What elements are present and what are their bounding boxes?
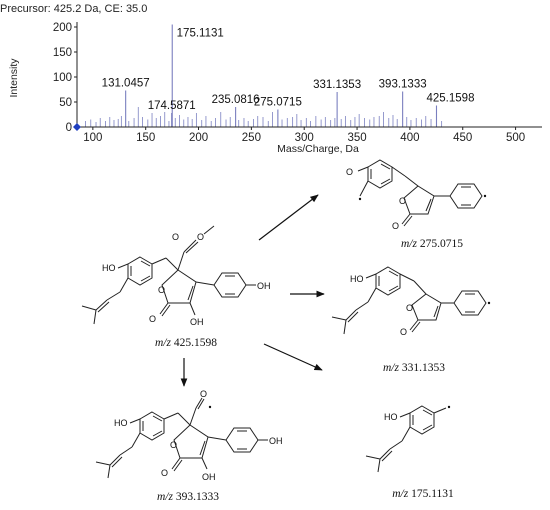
frag393-carbonyl-o: O xyxy=(161,468,168,478)
minor-peaks xyxy=(85,107,443,127)
peak-label: 174.5871 xyxy=(148,100,196,112)
x-tick-label: 450 xyxy=(453,132,472,144)
x-tick-label: 400 xyxy=(400,132,419,144)
frag275-carbonyl-o: O xyxy=(392,221,399,231)
y-axis-title: Intensity xyxy=(8,58,20,98)
arrow-to-175 xyxy=(263,343,323,371)
x-axis-title: Mass/Charge, Da xyxy=(277,143,359,155)
peak-labels: 131.0457 174.5871 175.1131 235.0816275.0715… xyxy=(102,28,475,113)
y-tick-label: 50 xyxy=(59,97,72,109)
structure-fragment-275: O O O xyxy=(346,159,487,231)
precursor-ring-o: O xyxy=(158,285,165,295)
mz-label-331: m/z 331.1353 xyxy=(383,362,445,374)
labeled-peaks xyxy=(125,24,438,127)
structure-fragment-175: HO xyxy=(365,405,451,473)
structure-fragment-393: HO O O OH O OH xyxy=(95,389,283,482)
peak-label: 425.1598 xyxy=(427,93,475,105)
precursor-oh-bottom: OH xyxy=(190,317,204,327)
y-tick-label: 100 xyxy=(53,72,72,84)
x-tick-label: 100 xyxy=(83,132,102,144)
peak-label: 175.1131 xyxy=(177,28,224,40)
precursor-carbonyl-o: O xyxy=(149,314,156,324)
spectrum-plot: 100 150 200 250 300 350 400 450 500 0 50 100 150 200… xyxy=(53,22,542,144)
mz-label-175: m/z 175.1131 xyxy=(392,488,454,500)
precursor-marker-icon xyxy=(73,123,81,131)
x-tick-label: 150 xyxy=(136,132,155,144)
frag275-o-minus: O xyxy=(346,167,353,177)
y-tick-label: 200 xyxy=(53,22,72,34)
precursor-methoxy-o: O xyxy=(197,232,204,242)
x-tick-label: 500 xyxy=(506,132,525,144)
frag393-ho-label: HO xyxy=(114,418,128,428)
mz-label-393: m/z 393.1333 xyxy=(157,491,219,503)
frag393-oh-bottom: OH xyxy=(202,472,216,482)
frag393-acyl-o: O xyxy=(200,389,207,399)
frag331-ring-o: O xyxy=(406,303,413,313)
y-tick-label: 0 xyxy=(66,122,72,134)
frag175-ho-label: HO xyxy=(384,412,398,422)
frag393-ring-o: O xyxy=(170,440,177,450)
frag331-carbonyl-o: O xyxy=(400,327,407,337)
precursor-header: Precursor: 425.2 Da, CE: 35.0 xyxy=(0,3,147,15)
x-axis-ticks: 100 150 200 250 300 350 400 450 500 xyxy=(83,127,525,144)
frag331-ho-label: HO xyxy=(350,274,364,284)
precursor-ester-o: O xyxy=(172,232,179,242)
mz-label-425: m/z 425.1598 xyxy=(155,337,217,349)
arrow-to-275 xyxy=(258,194,319,241)
frag393-oh-label: OH xyxy=(269,436,283,446)
mz-label-275: m/z 275.0715 xyxy=(401,238,463,250)
x-tick-label: 300 xyxy=(295,132,314,144)
peak-label: 131.0457 xyxy=(102,78,150,90)
y-axis-ticks: 0 50 100 150 200 xyxy=(53,22,77,134)
frag275-ring-o: O xyxy=(399,196,406,206)
x-tick-label: 250 xyxy=(242,132,261,144)
structure-precursor-425: HO O O OH O O OH xyxy=(81,225,271,327)
peak-label: 275.0715 xyxy=(254,97,302,109)
peak-label: 235.0816 xyxy=(212,94,260,106)
y-tick-label: 150 xyxy=(53,47,72,59)
peak-label: 393.1333 xyxy=(379,79,427,91)
x-tick-label: 200 xyxy=(189,132,208,144)
precursor-oh-label: OH xyxy=(257,281,271,291)
peak-label: 331.1353 xyxy=(313,79,361,91)
structure-fragment-331: HO O O xyxy=(331,266,491,337)
precursor-ho-label: HO xyxy=(102,263,116,273)
x-tick-label: 350 xyxy=(347,132,366,144)
